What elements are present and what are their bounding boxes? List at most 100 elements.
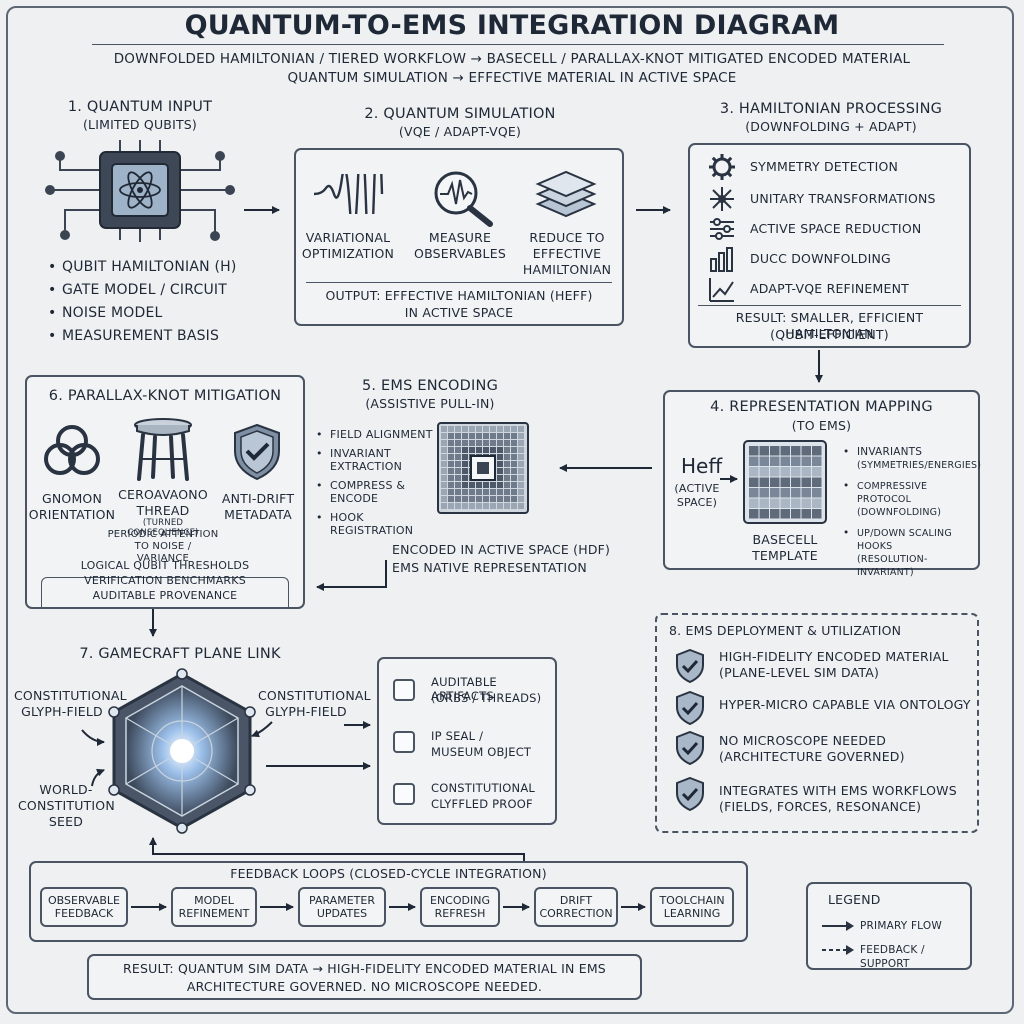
s4-item: COMPRESSIVE PROTOCOL(DOWNFOLDING) (843, 480, 979, 519)
encoding-cell (448, 433, 454, 439)
s6-thread-label: CEROAVAONO THREAD (118, 487, 208, 518)
encoding-cell (469, 489, 475, 495)
artifact-checkbox[interactable] (393, 679, 415, 701)
encoding-cell (511, 482, 517, 488)
gamecraft-hexagon-icon (108, 668, 256, 834)
s6-title: 6. PARALLAX-KNOT MITIGATION (48, 388, 282, 404)
s4-item: UP/DOWN SCALING HOOKS(RESOLUTION-INVARIA… (843, 527, 979, 579)
magnifier-icon (434, 171, 493, 227)
encoding-cell (448, 496, 454, 502)
encoding-cell (455, 503, 461, 509)
encoding-cell (511, 454, 517, 460)
encoding-cell (469, 482, 475, 488)
template-cell (812, 467, 822, 477)
encoding-cell (511, 475, 517, 481)
encoding-cell (490, 447, 496, 453)
knot-icon (44, 425, 100, 475)
encoding-cell (518, 461, 524, 467)
s6-gnomon-label: GNOMON ORIENTATION (28, 491, 116, 522)
template-cell (770, 467, 780, 477)
s2-step-reduce: REDUCE TO EFFECTIVE HAMILTONIAN (522, 230, 612, 277)
stool-icon (134, 418, 192, 481)
template-cell (749, 456, 759, 466)
encoding-cell (476, 433, 482, 439)
encoding-cell (455, 433, 461, 439)
loop-step: MODEL REFINEMENT (171, 887, 257, 927)
artifact-checkbox[interactable] (393, 783, 415, 805)
s5-subtitle: (ASSISTIVE PULL-IN) (365, 396, 495, 411)
s3-result-line2: (QUBIT-EFFICIENT) (770, 327, 889, 342)
s6-box: 6. PARALLAX-KNOT MITIGATION GNOMON ORIEN… (25, 375, 305, 609)
encoding-cell (504, 482, 510, 488)
encoding-cell (455, 447, 461, 453)
encoding-cell (504, 454, 510, 460)
encoding-cell (518, 426, 524, 432)
gear-icon (709, 154, 735, 180)
encoding-cell (476, 426, 482, 432)
s2-step-variational: VARIATIONAL OPTIMIZATION (301, 230, 395, 261)
s7-label-left: CONSTITUTIONAL GLYPH-FIELD (14, 688, 127, 719)
encoding-cell (448, 461, 454, 467)
s8-item-line: INTEGRATES WITH EMS WORKFLOWS (719, 783, 957, 798)
sliders-icon (710, 218, 734, 240)
encoding-cell (497, 503, 503, 509)
encoding-cell (462, 475, 468, 481)
encoding-cell (518, 440, 524, 446)
encoding-cell (511, 461, 517, 467)
artifact-line: CONSTITUTIONAL (431, 781, 535, 795)
encoding-cell (504, 503, 510, 509)
encoding-cell (441, 433, 447, 439)
template-cell (812, 509, 822, 519)
encoding-cell (497, 440, 503, 446)
template-cell (780, 456, 790, 466)
template-cell (749, 488, 759, 498)
s1-item: GATE MODEL / CIRCUIT (48, 281, 268, 299)
encoding-cell (483, 496, 489, 502)
s6-thread-note: PERIODIC ATTENTION TO NOISE / VARIANCE (107, 529, 219, 564)
template-cell (759, 509, 769, 519)
s3-title: 3. HAMILTONIAN PROCESSING (719, 101, 943, 117)
encoding-cell (448, 503, 454, 509)
encoding-cell (511, 468, 517, 474)
artifact-checkbox[interactable] (393, 731, 415, 753)
encoding-cell (441, 454, 447, 460)
template-cell (759, 446, 769, 456)
encoding-cell (490, 426, 496, 432)
template-cell (801, 477, 811, 487)
encoding-cell (448, 447, 454, 453)
result-line1: RESULT: QUANTUM SIM DATA → HIGH-FIDELITY… (123, 961, 606, 976)
bar-chart-icon (710, 247, 733, 272)
s3-item: ACTIVE SPACE REDUCTION (750, 221, 922, 236)
s6-footer-line: LOGICAL QUBIT THRESHOLDS (80, 559, 250, 572)
encoding-cell (497, 447, 503, 453)
encoding-cell (448, 454, 454, 460)
shield-check-icon (676, 691, 704, 725)
s8-item-line: (PLANE-LEVEL SIM DATA) (719, 665, 880, 680)
result-box: RESULT: QUANTUM SIM DATA → HIGH-FIDELITY… (87, 954, 642, 1000)
encoding-cell (441, 426, 447, 432)
feedback-title: FEEDBACK LOOPS (CLOSED-CYCLE INTEGRATION… (230, 866, 547, 881)
template-cell (770, 509, 780, 519)
template-cell (801, 446, 811, 456)
template-cell (759, 488, 769, 498)
encoding-cell (469, 440, 475, 446)
template-cell (759, 456, 769, 466)
encoding-cell (455, 440, 461, 446)
encoding-cell (483, 489, 489, 495)
subtitle-line-2: QUANTUM SIMULATION → EFFECTIVE MATERIAL … (287, 70, 737, 86)
s3-result-line1: RESULT: SMALLER, EFFICIENT HAMILTONIAN (735, 310, 924, 341)
s8-item-line: (ARCHITECTURE GOVERNED) (719, 749, 905, 764)
transform-icon (710, 187, 734, 211)
s1-subtitle: (LIMITED QUBITS) (82, 117, 198, 132)
result-line2: ARCHITECTURE GOVERNED. NO MICROSCOPE NEE… (186, 979, 543, 994)
s4-list: INVARIANTS(SYMMETRIES/ENERGIES) COMPRESS… (843, 446, 981, 579)
s2-divider (306, 282, 612, 283)
s5-encoded-line1: ENCODED IN ACTIVE SPACE (HDF) (392, 542, 611, 557)
encoding-cell (476, 496, 482, 502)
encoding-cell (441, 447, 447, 453)
template-cell (780, 498, 790, 508)
s2-title: 2. QUANTUM SIMULATION (364, 106, 556, 122)
s7-artifacts-box: AUDITABLE ARTIFACTS (ORBS / THREADS) IP … (377, 657, 557, 825)
template-cell (791, 488, 801, 498)
